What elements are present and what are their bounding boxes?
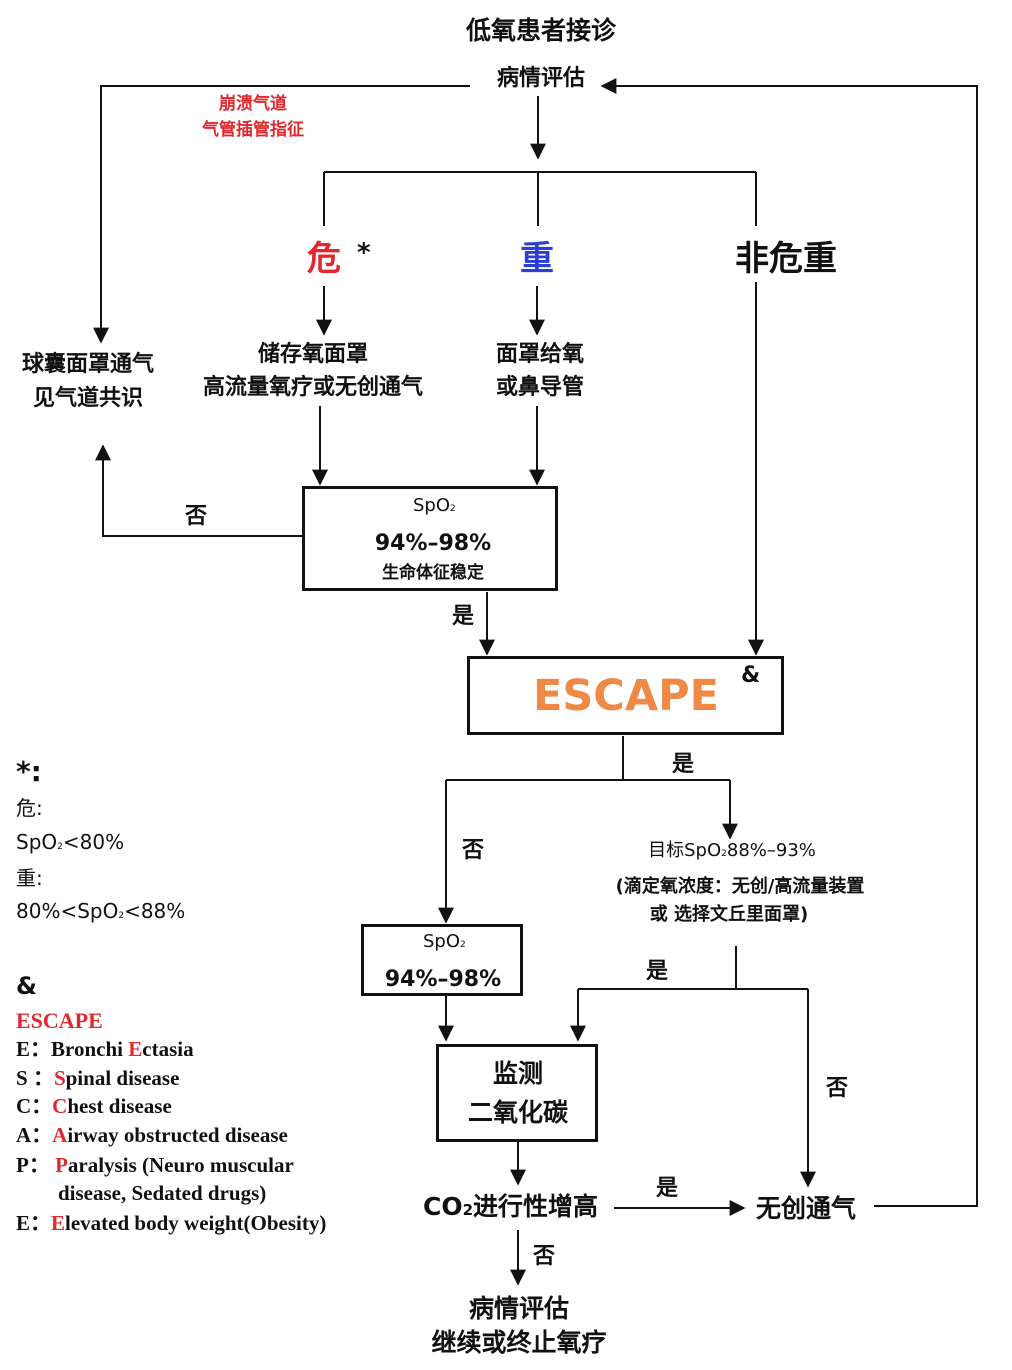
niv-label: 无创通气 — [756, 1194, 857, 1223]
legend-item-text-b: aralysis (Neuro muscular — [67, 1153, 294, 1177]
spo2-box-2-label: SpO2 — [423, 931, 466, 952]
monitor-box: 监测 二氧化碳 — [436, 1044, 598, 1142]
legend-amp-title: & — [16, 972, 37, 1000]
target-line3: 或 选择文丘里面罩) — [649, 904, 809, 925]
severe-action-line2: 或鼻导管 — [495, 375, 585, 400]
label-no-target: 否 — [826, 1076, 849, 1101]
escape-label: ESCAPE — [532, 671, 720, 721]
legend-sev-subscript: 2 — [118, 911, 125, 921]
legend-escape-item: C：Chest disease — [16, 1096, 172, 1117]
final-line2: 继续或终止氧疗 — [431, 1328, 607, 1357]
spo2-box-1-label: SpO2 — [413, 495, 456, 516]
label-yes-co2: 是 — [656, 1176, 679, 1201]
legend-item-text-b: hest disease — [67, 1094, 172, 1118]
severity-critical-star: * — [357, 238, 371, 268]
target-line1: 目标SpO288%–93% — [648, 840, 816, 861]
critical-action-line1: 储存氧面罩 — [257, 342, 369, 367]
bag-mask-line2: 见气道共识 — [32, 386, 144, 411]
legend-item-sep: ： — [30, 1037, 52, 1061]
legend-escape-item: E：Elevated body weight(Obesity) — [16, 1213, 326, 1234]
escape-box: ESCAPE & — [467, 656, 784, 735]
label-no-spo2-1: 否 — [185, 504, 208, 529]
legend-item-highlight: E — [128, 1037, 143, 1061]
legend-escape-item: disease, Sedated drugs) — [58, 1183, 266, 1204]
legend-item-sep: ： — [31, 1094, 53, 1118]
escape-mark: & — [741, 663, 761, 688]
legend-escape-item: E：Bronchi Ectasia — [16, 1039, 194, 1060]
legend-sev-value: 80%<SpO2<88% — [16, 899, 186, 923]
legend-item-sep: ： — [30, 1211, 52, 1235]
legend-item-key: A — [16, 1123, 32, 1147]
label-no-co2: 否 — [533, 1244, 556, 1269]
legend-escape-title: ESCAPE — [16, 1008, 103, 1033]
legend-item-sep: ： — [31, 1123, 53, 1147]
legend-item-highlight: E — [51, 1211, 66, 1235]
legend-item-key: P — [16, 1153, 29, 1177]
spo2-box-1: SpO2 94%–98% 生命体征稳定 — [302, 486, 558, 591]
legend-crit-label: 危: — [16, 796, 43, 820]
assess-label: 病情评估 — [496, 66, 586, 91]
monitor-line1: 监测 — [492, 1059, 544, 1088]
legend-star-title: *: — [16, 755, 42, 788]
legend-escape-item: S ：Spinal disease — [16, 1068, 179, 1089]
monitor-line2: 二氧化碳 — [467, 1098, 569, 1127]
target-subscript: 2 — [721, 849, 727, 859]
legend-item-key: E — [16, 1037, 31, 1061]
label-yes-spo2-1: 是 — [452, 604, 475, 629]
legend-escape-item: A：Airway obstructed disease — [16, 1125, 288, 1146]
airway-note-line1: 崩溃气道 — [219, 94, 287, 114]
co2-rise: CO2进行性增高 — [423, 1192, 599, 1221]
legend-crit-subscript: 2 — [57, 842, 63, 852]
co2-subscript: 2 — [462, 1201, 474, 1219]
legend-item-highlight: S — [53, 1066, 66, 1090]
severity-critical: 危 — [307, 239, 341, 279]
legend-item-text-a: Bronchi — [51, 1037, 129, 1061]
legend-item-key: S — [16, 1066, 28, 1090]
legend-item-text-b: ctasia — [142, 1037, 194, 1061]
legend-sev-label: 重: — [16, 866, 43, 890]
legend-item-key: C — [16, 1094, 32, 1118]
spo2-box-1-subscript: 2 — [450, 504, 456, 514]
arrow-to-bag-mask — [93, 85, 470, 344]
legend-item-highlight: P — [55, 1153, 68, 1177]
legend-item-highlight: A — [52, 1123, 68, 1147]
final-line1: 病情评估 — [468, 1294, 570, 1323]
legend-item-key: E — [16, 1211, 31, 1235]
spo2-box-1-stable: 生命体征稳定 — [382, 563, 484, 583]
legend-item-sep: ： — [28, 1153, 50, 1177]
spo2-box-2-range: 94%–98% — [384, 967, 502, 992]
severe-action-line1: 面罩给氧 — [495, 342, 585, 367]
legend-item-text-b: levated body weight(Obesity) — [65, 1211, 327, 1235]
legend-item-text-a: disease, Sedated drugs) — [58, 1181, 267, 1205]
legend-item-text-b: irway obstructed disease — [67, 1123, 288, 1147]
bag-mask-line1: 球囊面罩通气 — [21, 352, 155, 377]
legend-item-highlight: C — [52, 1094, 68, 1118]
spo2-box-2-subscript: 2 — [460, 940, 466, 950]
legend-escape-item: P： Paralysis (Neuro muscular — [16, 1155, 294, 1176]
spo2-box-1-range: 94%–98% — [374, 531, 492, 556]
label-yes-target: 是 — [646, 959, 669, 984]
airway-note-line2: 气管插管指征 — [202, 120, 304, 140]
spo2-box-2: SpO2 94%–98% — [361, 924, 523, 996]
legend-item-text-b: pinal disease — [65, 1066, 180, 1090]
severity-severe: 重 — [520, 239, 554, 279]
label-yes-escape: 是 — [672, 752, 695, 777]
legend-item-sep: ： — [27, 1066, 54, 1090]
arrow-niv-loop-back — [600, 78, 978, 1207]
diagram-title: 低氧患者接诊 — [465, 16, 617, 45]
arrow-no-to-bag-mask — [95, 444, 303, 537]
severity-non-critical: 非危重 — [735, 239, 837, 279]
critical-action-line2: 高流量氧疗或无创通气 — [202, 375, 424, 400]
target-line2: (滴定氧浓度：无创/高流量装置 — [615, 876, 865, 897]
legend-crit-value: SpO2<80% — [16, 830, 125, 854]
label-no-escape: 否 — [462, 838, 485, 863]
